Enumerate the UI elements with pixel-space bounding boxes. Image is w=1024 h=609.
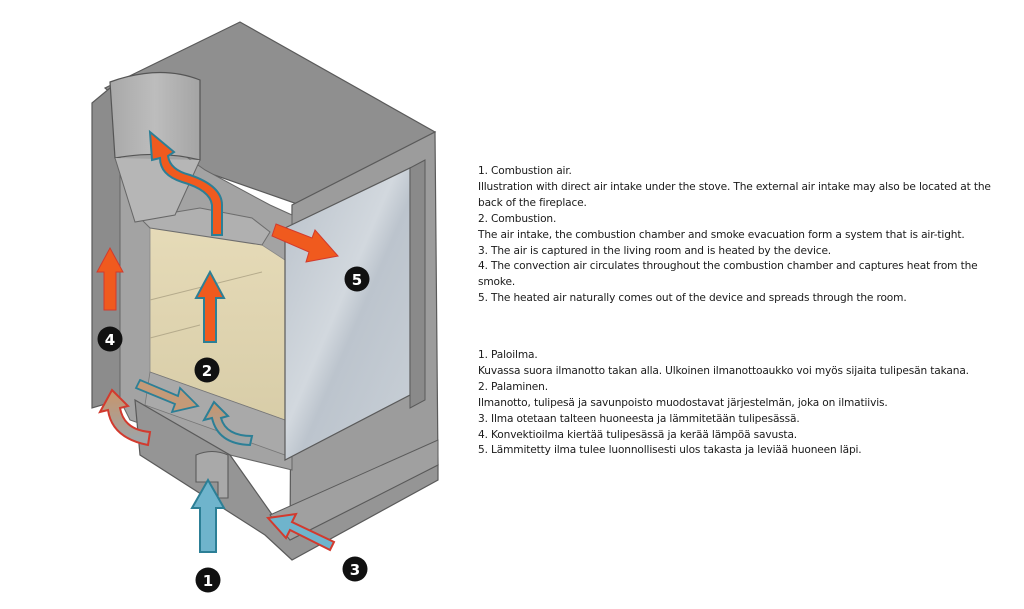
- arrow-heated-air-out: [271, 223, 339, 263]
- legend-line: 3. Ilma otetaan talteen huoneesta ja läm…: [478, 412, 800, 425]
- legend-line: The air intake, the combustion chamber a…: [478, 228, 965, 241]
- brick-line: [149, 324, 201, 339]
- svg-text:5: 5: [352, 271, 362, 289]
- legend-line: Illustration with direct air intake unde…: [478, 180, 991, 193]
- legend-line: Ilmanotto, tulipesä ja savunpoisto muodo…: [478, 396, 888, 409]
- arrow-combustion-heat: [194, 269, 226, 343]
- arrow-combustion-air-curve: [202, 400, 254, 447]
- arrow-convection-entry: [98, 388, 152, 447]
- legend-line: back of the fireplace.: [478, 196, 587, 209]
- legend-line: 2. Palaminen.: [478, 380, 548, 393]
- stove-bottom-plinth: [134, 398, 439, 561]
- legend-line: 4. The convection air circulates through…: [478, 260, 978, 273]
- svg-text:1: 1: [203, 572, 213, 590]
- svg-text:4: 4: [105, 331, 115, 349]
- legend-line: 1. Combustion air.: [478, 165, 572, 177]
- legend-line: 1. Paloilma.: [478, 349, 538, 361]
- arrow-smoke-exhaust: [148, 129, 223, 236]
- arrow-room-air: [266, 512, 336, 552]
- baffle-plate: [138, 207, 271, 246]
- legend-line: 4. Konvektioilma kiertää tulipesässä ja …: [478, 428, 797, 441]
- fireplace-cutaway-illustration: 1 2 3 4 5: [91, 21, 439, 593]
- svg-text:2: 2: [202, 362, 212, 380]
- badge-3: 3: [342, 556, 368, 582]
- legend-line: Kuvassa suora ilmanotto takan alla. Ulko…: [478, 364, 969, 377]
- finnish-legend: 1. Paloilma. Kuvassa suora ilmanotto tak…: [478, 348, 1018, 459]
- air-intake-pipe: [195, 450, 229, 499]
- arrow-air-wash: [134, 378, 200, 414]
- english-legend: 1. Combustion air. Illustration with dir…: [478, 164, 1018, 307]
- door-frame: [409, 159, 426, 409]
- arrow-combustion-air-intake: [190, 477, 226, 553]
- legend-line: 5. The heated air naturally comes out of…: [478, 292, 907, 305]
- legend-line: 5. Lämmitetty ilma tulee luonnollisesti …: [478, 444, 862, 457]
- badge-2: 2: [194, 357, 220, 383]
- svg-text:3: 3: [350, 561, 360, 579]
- legend-line: 2. Combustion.: [478, 212, 557, 225]
- arrow-convection-air: [96, 246, 124, 311]
- badge-4: 4: [97, 326, 123, 352]
- badge-1: 1: [195, 567, 221, 593]
- legend-line: 3. The air is captured in the living roo…: [478, 244, 832, 257]
- legend-line: smoke.: [478, 276, 516, 289]
- badge-5: 5: [344, 266, 370, 292]
